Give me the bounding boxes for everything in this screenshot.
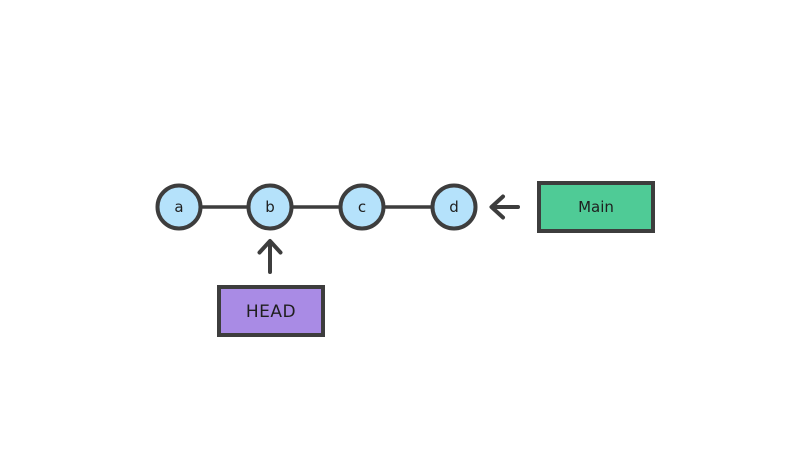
commit-node-d: d xyxy=(430,183,478,231)
commit-node-a: a xyxy=(155,183,203,231)
commit-label-a: a xyxy=(174,198,183,216)
commit-circle-d xyxy=(430,183,478,231)
main-branch-box: Main xyxy=(537,181,655,233)
up-arrow-head xyxy=(257,239,283,255)
commit-node-c: c xyxy=(338,183,386,231)
commit-circle-b xyxy=(246,183,294,231)
left-arrow-icon xyxy=(489,194,520,220)
head-box: HEAD xyxy=(217,285,325,337)
head-label: HEAD xyxy=(246,302,296,322)
commit-label-c: c xyxy=(358,198,366,216)
commit-node-b: b xyxy=(246,183,294,231)
head-rect xyxy=(217,285,325,337)
left-arrow-head xyxy=(489,194,505,220)
commit-circle-a xyxy=(155,183,203,231)
main-branch-label: Main xyxy=(578,198,614,216)
main-branch-rect xyxy=(537,181,655,233)
commit-circle-c xyxy=(338,183,386,231)
up-arrow-icon xyxy=(257,239,283,274)
commit-label-b: b xyxy=(265,198,275,216)
commit-label-d: d xyxy=(449,198,459,216)
